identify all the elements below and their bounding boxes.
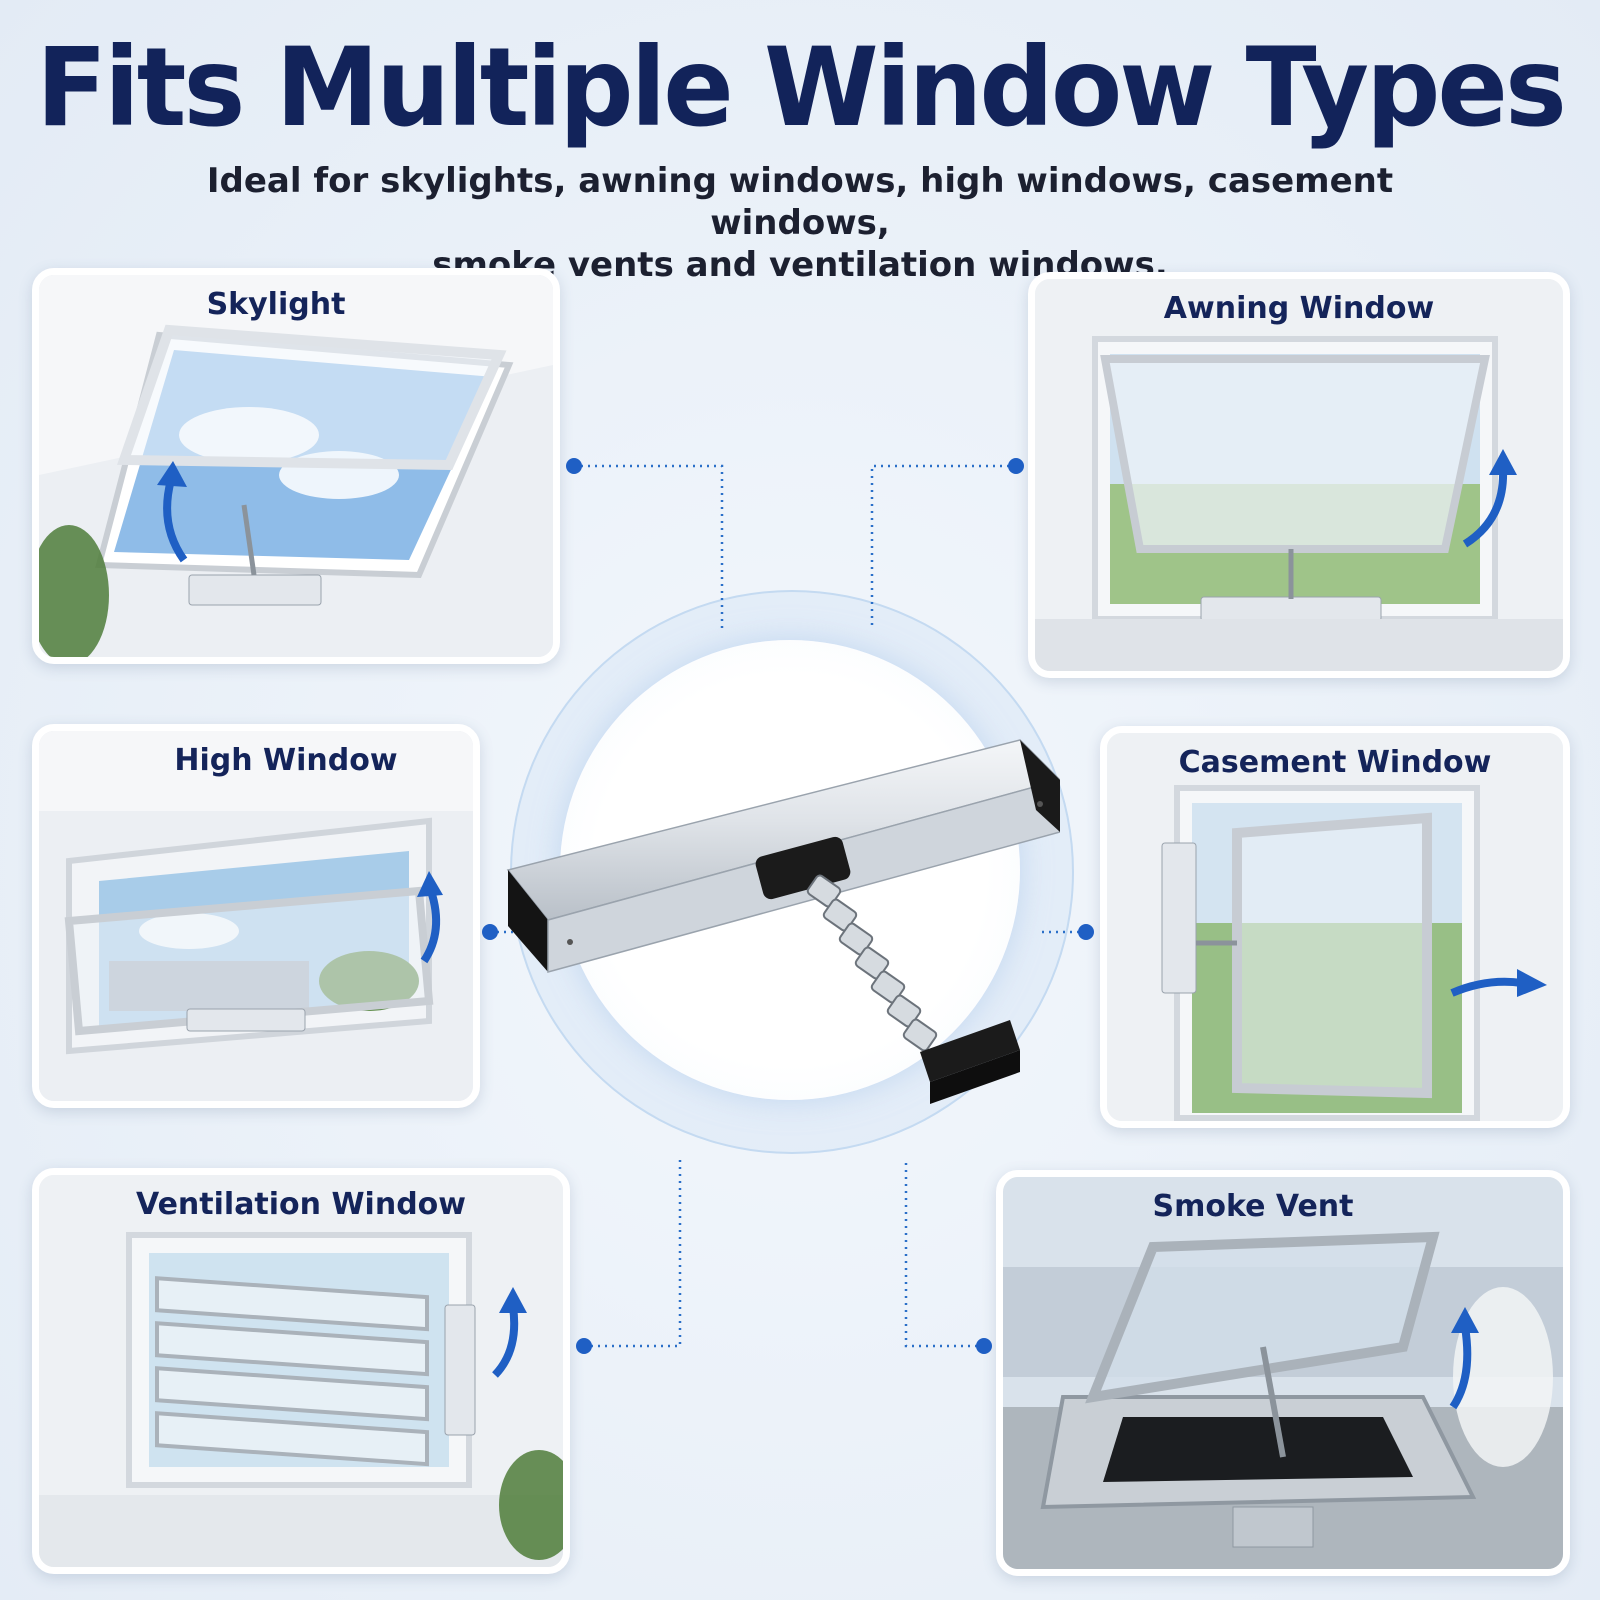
smoke-vent-image [1003, 1177, 1563, 1569]
page-title: Fits Multiple Window Types [36, 22, 1567, 152]
label-smoke-vent: Smoke Vent [1152, 1189, 1354, 1224]
awning-window-image [1035, 279, 1563, 671]
label-skylight: Skylight [206, 287, 346, 322]
connector-dot-icon [1078, 924, 1094, 940]
label-casement-window: Casement Window [1178, 745, 1492, 780]
connector-dot-icon [1008, 458, 1024, 474]
chain-actuator-image [506, 739, 1060, 1104]
card-ventilation-window: Ventilation Window [32, 1168, 570, 1574]
high-window-image [39, 731, 473, 1101]
arrow-right-curved-icon [1450, 977, 1523, 997]
casement-window-image [1107, 733, 1563, 1121]
card-skylight: Skylight [32, 268, 560, 664]
label-ventilation-window: Ventilation Window [136, 1187, 466, 1222]
arrow-up-curved-icon [163, 478, 188, 563]
card-casement-window: Casement Window [1100, 726, 1570, 1128]
arrow-up-curved-icon [492, 1306, 519, 1378]
card-awning-window: Awning Window [1028, 272, 1570, 678]
arrow-up-curved-icon [1449, 1326, 1472, 1410]
subtitle-line-1: Ideal for skylights, awning windows, hig… [206, 161, 1394, 243]
card-high-window: High Window [32, 724, 480, 1108]
ventilation-window-image [39, 1175, 563, 1567]
label-awning-window: Awning Window [1163, 291, 1435, 326]
card-smoke-vent: Smoke Vent [996, 1170, 1570, 1576]
connector-dot-icon [566, 458, 582, 474]
connector-dot-icon [576, 1338, 592, 1354]
arrow-up-curved-icon [1462, 468, 1508, 548]
connector-dot-icon [482, 924, 498, 940]
connector-dot-icon [976, 1338, 992, 1354]
label-high-window: High Window [174, 743, 398, 778]
arrow-up-curved-icon [420, 889, 441, 964]
skylight-image [39, 275, 553, 657]
